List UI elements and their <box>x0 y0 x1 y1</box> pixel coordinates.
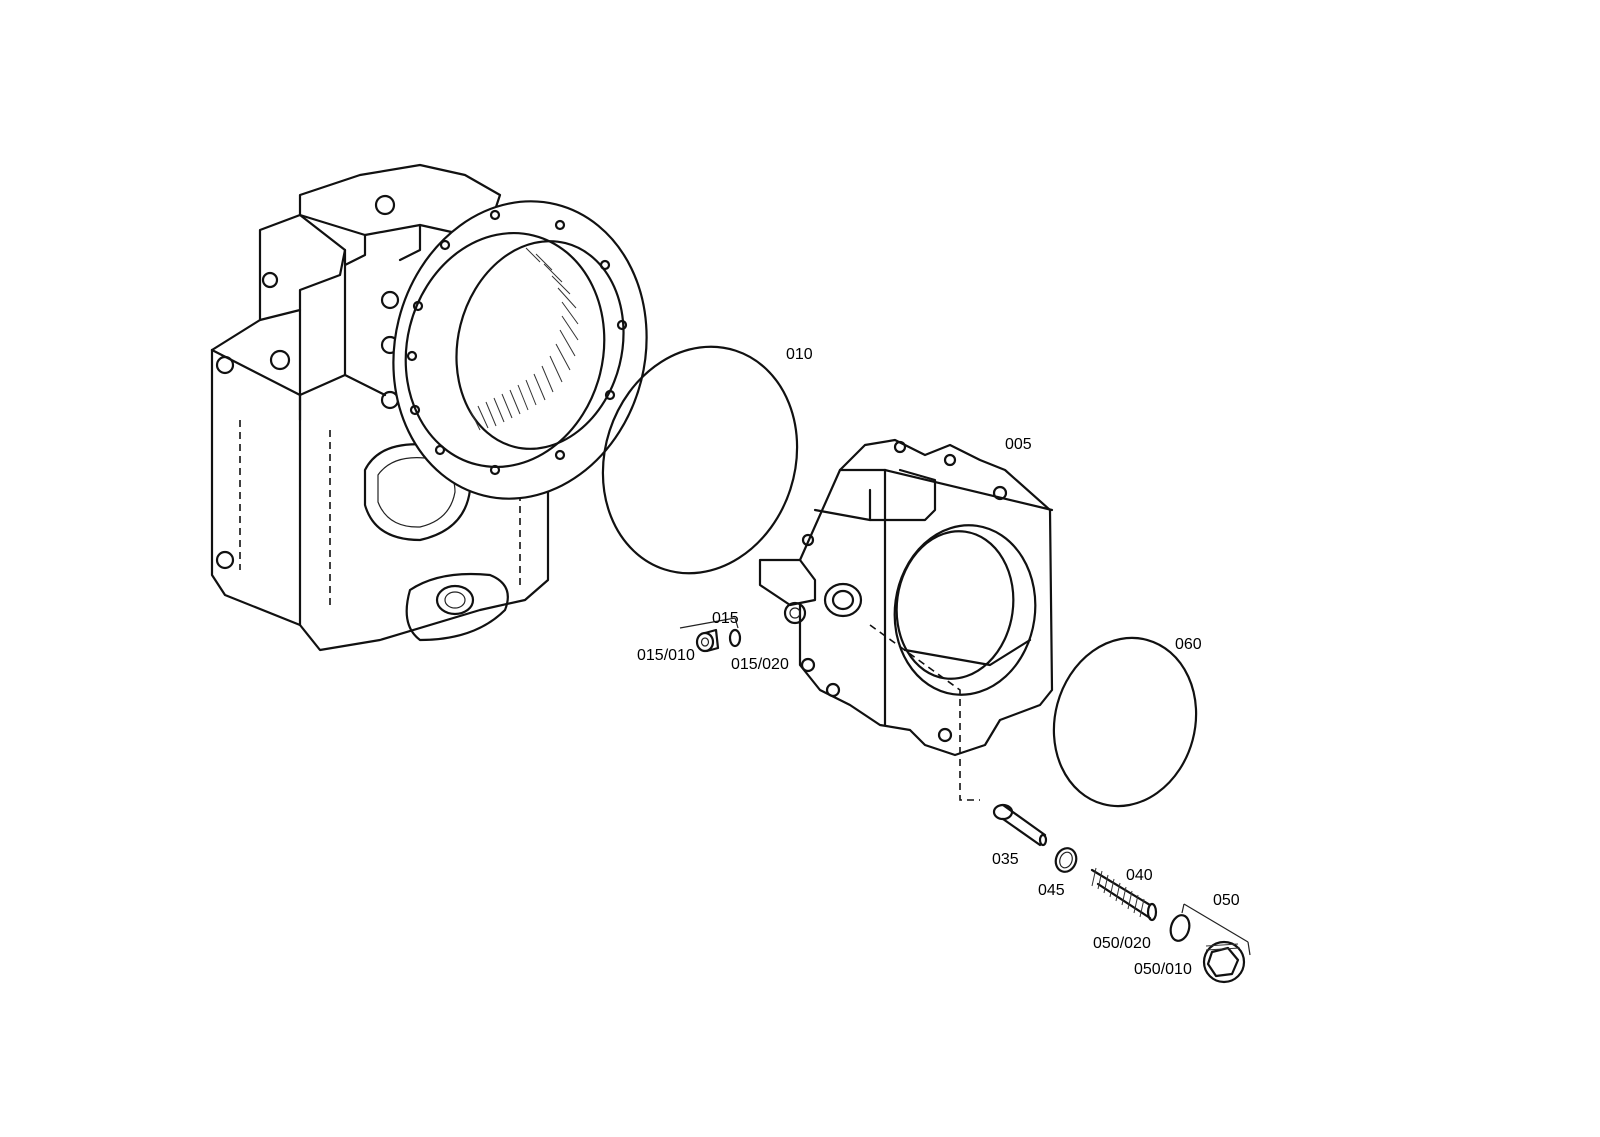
label-040: 040 <box>1126 867 1153 884</box>
label-050: 050 <box>1213 892 1240 909</box>
label-045: 045 <box>1038 882 1065 899</box>
part-035-pin <box>992 803 1048 847</box>
part-015-020-ring <box>728 628 742 648</box>
part-045-washer <box>1054 847 1078 873</box>
label-015-010: 015/010 <box>637 647 695 664</box>
flange-bolt-holes <box>406 209 628 476</box>
label-015-020: 015/020 <box>731 656 789 673</box>
label-060: 060 <box>1175 636 1202 653</box>
label-015: 015 <box>712 610 739 627</box>
part-050-020-ring <box>1169 914 1191 942</box>
transmission-housing <box>210 163 562 652</box>
label-005: 005 <box>1005 436 1032 453</box>
label-010: 010 <box>786 346 813 363</box>
cover-housing-005 <box>758 438 1054 801</box>
cover-bolt-holes <box>800 440 1008 743</box>
label-050-020: 050/020 <box>1093 935 1151 952</box>
gear-teeth <box>469 247 579 431</box>
label-050-010: 050/010 <box>1134 961 1192 978</box>
part-050-010-plug <box>1202 940 1246 984</box>
o-ring-010 <box>601 345 799 575</box>
part-015-010-plug <box>695 631 715 653</box>
o-ring-060 <box>1052 636 1198 808</box>
label-035: 035 <box>992 851 1019 868</box>
housing-bolts <box>215 194 400 570</box>
ring-flange-gear <box>392 200 648 500</box>
part-050-group <box>1169 903 1251 984</box>
part-015-group <box>679 617 742 653</box>
part-040-spring <box>1090 867 1158 922</box>
